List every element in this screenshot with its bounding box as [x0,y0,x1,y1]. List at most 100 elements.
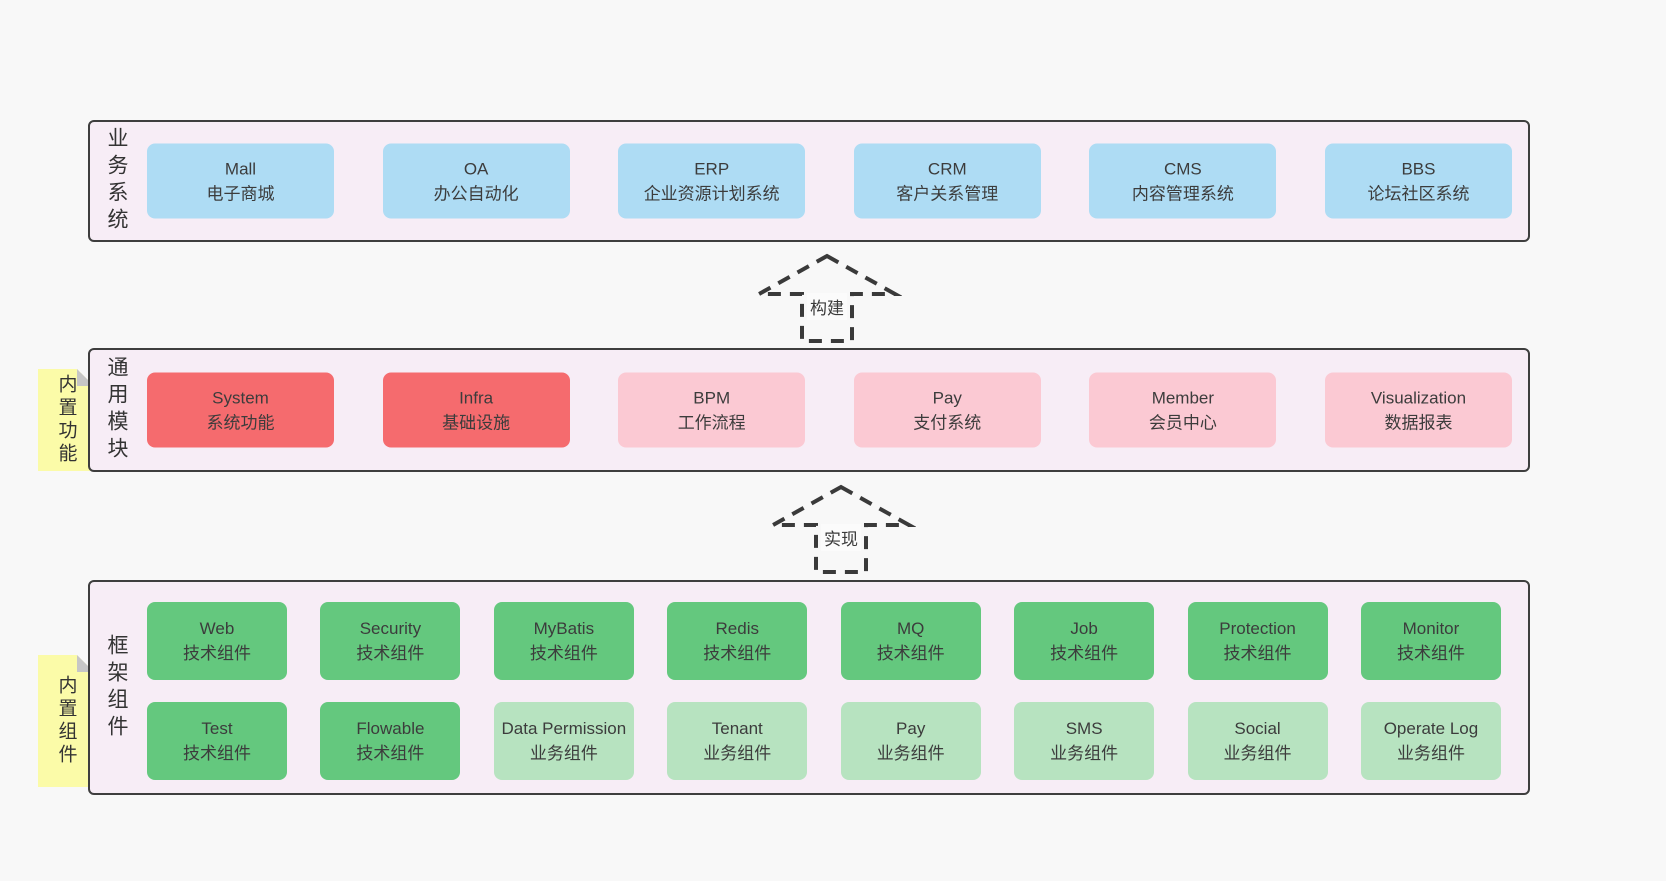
system-box-crm: CRM 客户关系管理 [853,143,1041,219]
component-box-mq: MQ 技术组件 [840,602,981,680]
box-title: CRM [927,159,967,178]
box-subtitle: 会员中心 [1148,413,1217,432]
component-box-tenant: Tenant 业务组件 [667,702,808,780]
box-title: Web [199,619,235,638]
component-box-monitor: Monitor 技术组件 [1360,602,1501,680]
box-title: CMS [1163,159,1202,178]
framework-components-label: 框架组件 [105,633,128,742]
box-subtitle: 业务组件 [876,744,945,763]
box-title: Data Permission [501,719,627,738]
box-title: Operate Log [1383,719,1479,738]
box-title: Protection [1219,619,1296,638]
box-title: Security [359,619,422,638]
framework-components-panel: 框架组件 Web 技术组件 Security 技术组件 MyBatis 技术组件… [88,580,1530,795]
box-subtitle: 技术组件 [1396,644,1465,663]
box-title: Flowable [356,719,425,738]
module-box-visualization: Visualization 数据报表 [1324,372,1512,448]
component-box-redis: Redis 技术组件 [667,602,808,680]
system-box-erp: ERP 企业资源计划系统 [618,143,806,219]
box-title: Tenant [711,719,763,738]
box-subtitle: 技术组件 [356,744,425,763]
box-subtitle: 业务组件 [529,744,598,763]
build-arrow: 构建 [752,253,902,345]
component-box-mybatis: MyBatis 技术组件 [493,602,634,680]
box-subtitle: 技术组件 [1223,644,1292,663]
box-subtitle: 业务组件 [1223,744,1292,763]
system-box-bbs: BBS 论坛社区系统 [1324,143,1512,219]
component-box-security: Security 技术组件 [320,602,461,680]
business-systems-panel: 业务系统 Mall 电子商城 OA 办公自动化 ERP 企业资源计划系统 CRM… [88,120,1530,242]
business-systems-label: 业务系统 [105,127,128,235]
component-box-pay: Pay 业务组件 [840,702,981,780]
box-title: Member [1151,388,1215,407]
component-box-protection: Protection 技术组件 [1187,602,1328,680]
box-title: System [212,388,269,407]
note-text: 内置组件 [55,675,77,767]
box-title: Monitor [1402,619,1460,638]
builtin-features-note: 内置功能 [38,369,94,471]
box-subtitle: 数据报表 [1384,413,1453,432]
common-modules-label: 通用模块 [105,356,128,464]
module-box-bpm: BPM 工作流程 [618,372,806,448]
business-systems-row: Mall 电子商城 OA 办公自动化 ERP 企业资源计划系统 CRM 客户关系… [147,143,1512,219]
component-box-test: Test 技术组件 [147,702,287,780]
box-title: Pay [896,719,926,738]
box-subtitle: 电子商城 [206,184,275,203]
box-title: Pay [932,388,962,407]
component-box-social: Social 业务组件 [1187,702,1328,780]
note-text: 内置功能 [55,374,77,466]
module-box-pay: Pay 支付系统 [853,372,1041,448]
box-subtitle: 基础设施 [442,413,511,432]
module-box-system: System 系统功能 [147,372,334,448]
box-subtitle: 业务组件 [1050,744,1119,763]
builtin-components-note: 内置组件 [38,655,94,787]
box-subtitle: 业务组件 [703,744,772,763]
box-subtitle: 内容管理系统 [1131,184,1234,203]
component-box-web: Web 技术组件 [147,602,287,680]
box-title: Mall [224,159,257,178]
box-subtitle: 论坛社区系统 [1367,184,1470,203]
framework-components-row-1: Web 技术组件 Security 技术组件 MyBatis 技术组件 Redi… [147,602,1501,680]
box-title: MyBatis [533,619,595,638]
component-box-sms: SMS 业务组件 [1014,702,1155,780]
box-subtitle: 技术组件 [876,644,945,663]
build-arrow-label: 构建 [807,293,847,320]
box-title: BBS [1401,159,1436,178]
box-title: Visualization [1370,388,1467,407]
box-title: Social [1234,719,1281,738]
implement-arrow: 实现 [766,484,916,576]
box-title: Job [1070,619,1098,638]
system-box-cms: CMS 内容管理系统 [1089,143,1277,219]
box-subtitle: 技术组件 [183,644,251,663]
box-subtitle: 技术组件 [1050,644,1119,663]
box-subtitle: 系统功能 [206,413,275,432]
common-modules-row: System 系统功能 Infra 基础设施 BPM 工作流程 Pay 支付系统… [147,372,1512,448]
box-subtitle: 技术组件 [529,644,598,663]
common-modules-panel: 通用模块 System 系统功能 Infra 基础设施 BPM 工作流程 Pay… [88,348,1530,472]
implement-arrow-label: 实现 [821,524,861,551]
component-box-operate-log: Operate Log 业务组件 [1360,702,1501,780]
box-title: BPM [693,388,731,407]
module-box-infra: Infra 基础设施 [382,372,570,448]
box-subtitle: 支付系统 [913,413,982,432]
box-title: MQ [896,619,925,638]
box-title: OA [463,159,489,178]
framework-components-row-2: Test 技术组件 Flowable 技术组件 Data Permission … [147,702,1501,780]
box-title: SMS [1065,719,1103,738]
box-subtitle: 技术组件 [356,644,425,663]
box-subtitle: 企业资源计划系统 [643,184,780,203]
box-title: ERP [694,159,730,178]
box-subtitle: 技术组件 [703,644,772,663]
box-subtitle: 技术组件 [183,744,251,763]
module-box-member: Member 会员中心 [1089,372,1277,448]
box-title: Infra [459,388,494,407]
box-subtitle: 业务组件 [1396,744,1465,763]
box-title: Redis [715,619,759,638]
component-box-data-permission: Data Permission 业务组件 [493,702,634,780]
system-box-oa: OA 办公自动化 [382,143,570,219]
component-box-job: Job 技术组件 [1014,602,1155,680]
box-subtitle: 办公自动化 [433,184,519,203]
system-box-mall: Mall 电子商城 [147,143,334,219]
component-box-flowable: Flowable 技术组件 [320,702,461,780]
